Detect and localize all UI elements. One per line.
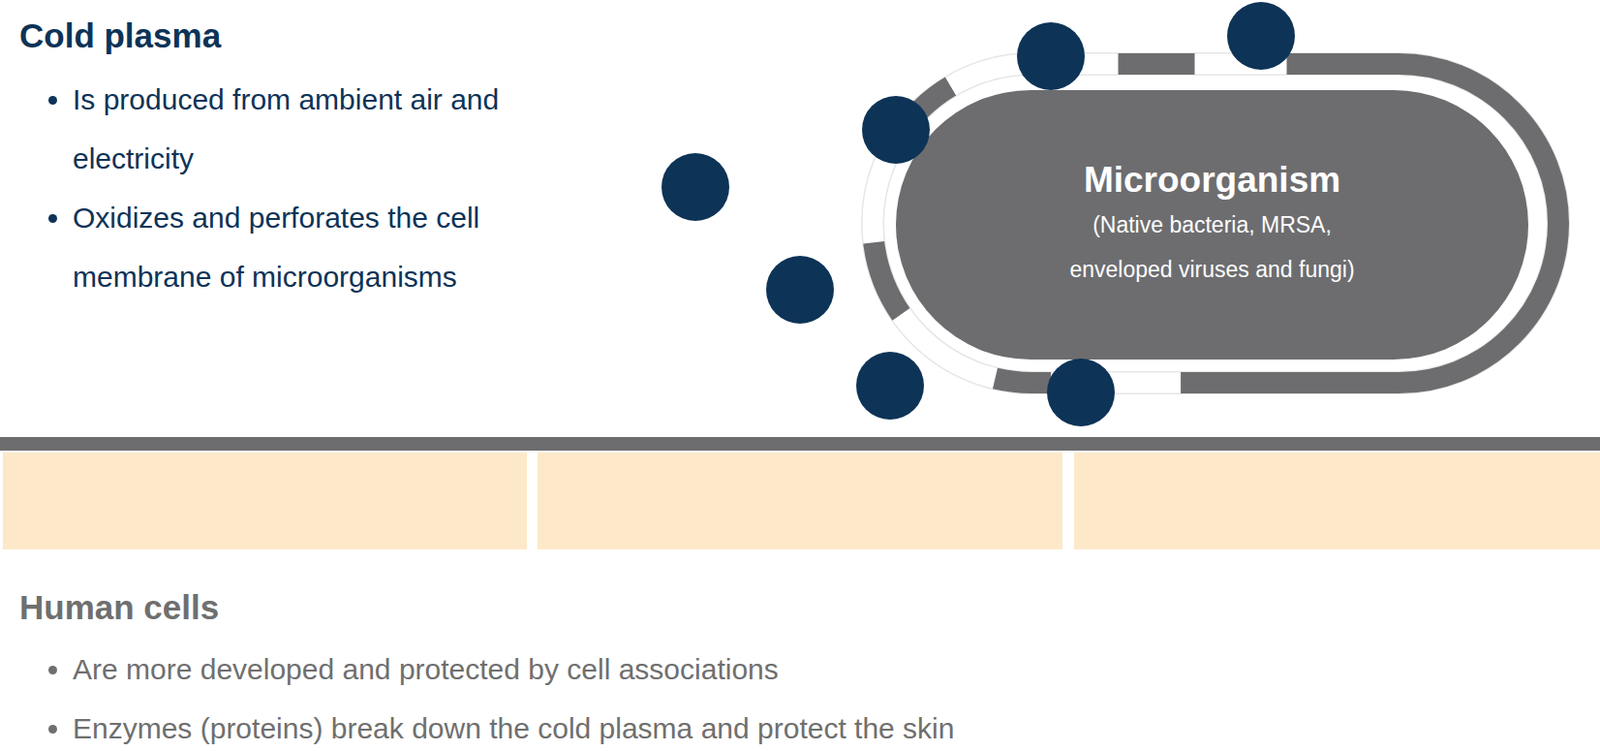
plasma-particle (856, 351, 924, 420)
bullet-list: Is produced from ambient air and electri… (19, 69, 557, 307)
bullet-text: Are more developed and protected by cell… (72, 639, 1235, 699)
skin-surface (0, 436, 1600, 451)
microorganism-shape: Microorganism(Native bacteria, MRSA, env… (895, 90, 1529, 360)
plasma-particle (861, 95, 930, 164)
membrane-trace (872, 63, 1559, 383)
section-heading: Cold plasma (19, 14, 221, 58)
plasma-particle (1227, 1, 1295, 70)
bullet-text: Enzymes (proteins) break down the cold p… (72, 698, 1235, 751)
plasma-particle (766, 255, 834, 324)
human-cell (1074, 452, 1600, 550)
human-cell (2, 452, 527, 550)
node-subtitle: (Native bacteria, MRSA, enveloped viruse… (1043, 202, 1383, 292)
node-title: Microorganism (1083, 157, 1341, 203)
membrane-trace (872, 63, 1559, 383)
section-heading: Human cells (19, 585, 219, 629)
bullet-list: Are more developed and protected by cell… (19, 639, 1235, 751)
plasma-particle (1016, 22, 1085, 91)
plasma-particle (1046, 358, 1115, 427)
cell-membrane (872, 63, 1559, 383)
plasma-particle (661, 153, 730, 221)
microorganism-body (895, 90, 1529, 360)
human-cell (537, 452, 1063, 550)
bullet-text: Is produced from ambient air and electri… (72, 69, 557, 188)
bullet-text: Oxidizes and perforates the cell membran… (72, 187, 557, 307)
